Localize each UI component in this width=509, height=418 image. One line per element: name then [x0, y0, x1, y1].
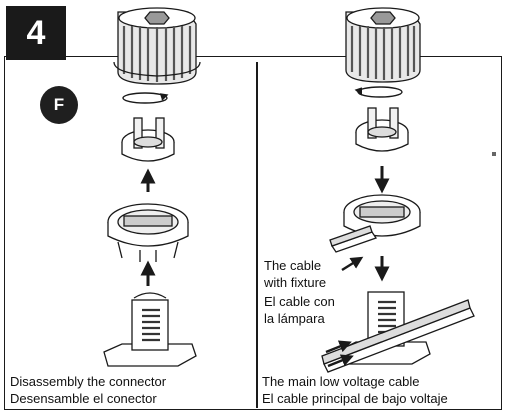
margin-mark — [492, 152, 496, 156]
fixture-cable-label-3: El cable con — [264, 294, 335, 309]
fixture-cable-label-4: la lámpara — [264, 311, 325, 326]
pointer-arrow-main-cable-2 — [327, 354, 354, 368]
instruction-frame — [4, 56, 502, 410]
left-caption-es: Desensamble el conector — [10, 391, 157, 406]
right-caption-en: The main low voltage cable — [262, 374, 420, 389]
left-base-terminal — [103, 292, 197, 367]
left-clip-ring — [121, 117, 175, 162]
left-caption-en: Disassembly the connector — [10, 374, 167, 389]
fixture-cable — [329, 225, 378, 253]
main-low-voltage-cable — [321, 299, 475, 373]
step-number-box: 4 — [6, 6, 66, 60]
step-letter-badge: F — [40, 86, 78, 124]
right-caption-es: El cable principal de bajo voltaje — [262, 391, 448, 406]
fixture-cable-label-2: with fixture — [264, 275, 327, 290]
left-knob-cap — [113, 7, 201, 85]
right-rotate-arrow — [354, 86, 403, 98]
pointer-arrow-main-cable-1 — [325, 340, 352, 354]
right-clip-ring — [355, 107, 409, 152]
left-connector-housing — [107, 203, 189, 262]
right-connector-housing — [343, 194, 421, 237]
pointer-arrow-fixture-cable — [341, 256, 364, 272]
fixture-cable-label-1: The cable — [264, 258, 322, 273]
left-rotate-arrow — [122, 92, 169, 104]
panel-divider — [256, 62, 258, 408]
right-knob-cap — [345, 7, 421, 83]
